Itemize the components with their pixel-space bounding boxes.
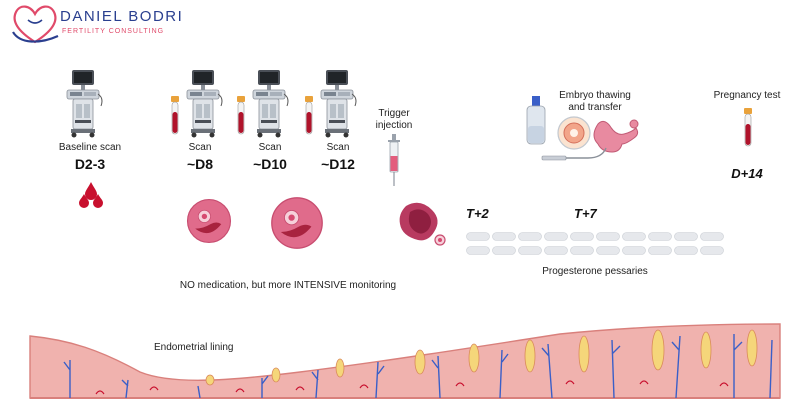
- scan-d8-label: Scan: [188, 142, 212, 153]
- transfer-label-line1: Embryo thawing: [559, 90, 631, 101]
- scan-d10-day: ~D10: [253, 156, 287, 172]
- trigger-label-line2: injection: [375, 120, 413, 131]
- pessary-pill-icon: [648, 246, 672, 255]
- syringe-icon: [388, 134, 400, 186]
- blood-tube-icon: [236, 96, 246, 136]
- pessary-pill-icon: [596, 246, 620, 255]
- blood-tube-icon: [743, 108, 753, 148]
- baseline-scan-label: Baseline scan: [58, 142, 122, 153]
- follicle-icon: [186, 198, 232, 244]
- pessary-pill-icon: [544, 246, 568, 255]
- baseline-day: D2-3: [74, 156, 106, 172]
- pessary-pill-icon: [492, 246, 516, 255]
- logo-name: DANIEL BODRI: [60, 8, 184, 25]
- pessary-pill-icon: [544, 232, 568, 241]
- pregnancy-test-day: D+14: [731, 166, 763, 181]
- blood-drops-icon: [79, 182, 103, 208]
- embryo-vial-icon: [526, 96, 546, 145]
- pessary-pill-icon: [622, 232, 646, 241]
- scan-d8-day: ~D8: [186, 156, 214, 172]
- pessary-pill-icon: [700, 232, 724, 241]
- heart-logo-icon: [12, 5, 59, 44]
- ultrasound-machine-icon: [184, 68, 224, 138]
- endometrium-label: Endometrial lining: [154, 342, 234, 353]
- blood-tube-icon: [304, 96, 314, 136]
- trigger-label-line1: Trigger: [378, 108, 410, 119]
- endometrial-lining-illustration: [29, 323, 781, 399]
- pessary-pill-icon: [492, 232, 516, 241]
- pessary-pill-icon: [674, 246, 698, 255]
- ultrasound-machine-icon: [250, 68, 290, 138]
- uterus-icon: [593, 119, 639, 153]
- blood-tube-icon: [170, 96, 180, 136]
- embryo-dish-icon: [557, 116, 591, 150]
- scan-d10-label: Scan: [258, 142, 282, 153]
- marker-t-plus-2: T+2: [466, 206, 489, 221]
- logo-subtitle: FERTILITY CONSULTING: [62, 28, 165, 35]
- pessary-pill-grid: [466, 232, 728, 258]
- pessary-pill-icon: [648, 232, 672, 241]
- marker-t-plus-7: T+7: [574, 206, 597, 221]
- transfer-catheter-icon: [541, 147, 607, 161]
- scan-d12-day: ~D12: [321, 156, 355, 172]
- pessary-pill-icon: [518, 246, 542, 255]
- pessary-pill-icon: [674, 232, 698, 241]
- monitoring-note: NO medication, but more INTENSIVE monito…: [179, 280, 397, 291]
- pessary-pill-icon: [570, 246, 594, 255]
- pessary-pill-icon: [596, 232, 620, 241]
- transfer-label-line2: and transfer: [568, 102, 622, 113]
- ruptured-follicle-icon: [399, 202, 446, 246]
- pregnancy-test-label: Pregnancy test: [713, 90, 781, 101]
- pessary-pill-icon: [700, 246, 724, 255]
- ultrasound-machine-icon: [318, 68, 358, 138]
- follicle-icon: [270, 196, 324, 250]
- pessary-pill-icon: [466, 246, 490, 255]
- pessary-pill-icon: [622, 246, 646, 255]
- pessary-pill-icon: [518, 232, 542, 241]
- pessaries-note: Progesterone pessaries: [542, 266, 648, 277]
- pessary-pill-icon: [466, 232, 490, 241]
- ultrasound-machine-icon: [64, 68, 104, 138]
- scan-d12-label: Scan: [326, 142, 350, 153]
- brand-logo: DANIEL BODRI FERTILITY CONSULTING: [10, 2, 184, 48]
- pessary-pill-icon: [570, 232, 594, 241]
